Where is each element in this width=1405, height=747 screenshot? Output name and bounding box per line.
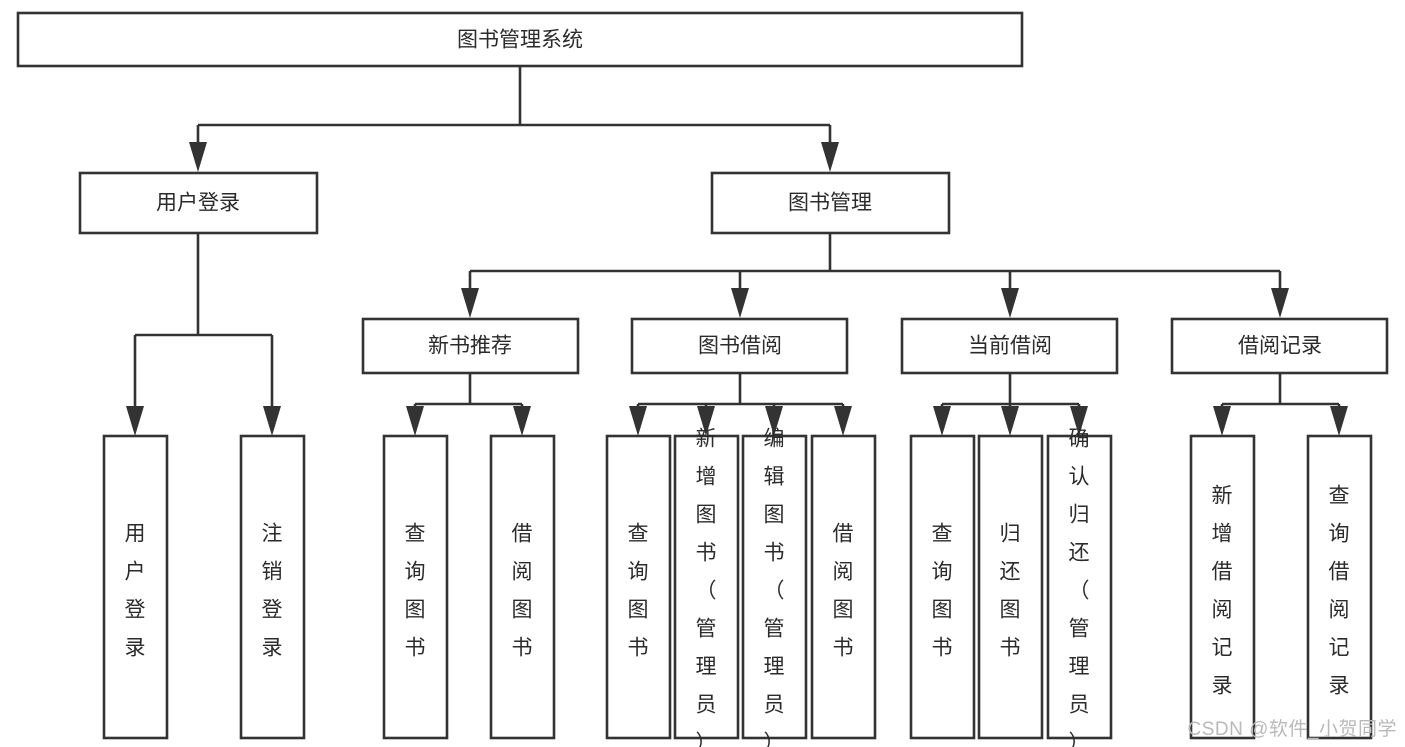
node-book-manage-label: 图书管理 [788, 192, 872, 215]
leaf-return-book[interactable]: 归还图书 [977, 434, 1044, 740]
leaf-borrow-book-1-box[interactable] [489, 434, 556, 740]
leaf-query-book-2-box[interactable] [605, 434, 672, 740]
node-user-login-label: 用户登录 [156, 192, 240, 215]
node-new-book-recommend[interactable]: 新书推荐 [361, 317, 580, 375]
connectors-current-borrow [933, 373, 1088, 436]
leaf-query-book-1[interactable]: 查询图书 [382, 434, 449, 740]
connectors-root [189, 66, 839, 172]
leaf-user-login[interactable]: 用户登录 [102, 434, 169, 740]
arrow-head-to-current-borrow [1001, 288, 1019, 318]
leaf-query-book-3-box[interactable] [909, 434, 976, 740]
leaf-add-record[interactable]: 新增借阅记录 [1189, 434, 1256, 740]
arrow-head-to-book-manage [821, 142, 839, 172]
leaf-user-login-label: 用户登录 [125, 523, 146, 660]
leaf-borrow-book-1[interactable]: 借阅图书 [489, 434, 556, 740]
node-current-borrow[interactable]: 当前借阅 [900, 317, 1119, 375]
connectors-user-login [126, 233, 281, 436]
node-borrow-record-box[interactable] [1170, 317, 1389, 375]
leaf-add-book-box[interactable] [673, 434, 740, 740]
arrow-head-leaf-query-record [1330, 406, 1348, 436]
node-current-borrow-box[interactable] [900, 317, 1119, 375]
leaf-edit-book-label: 编辑图书（管理员） [764, 428, 785, 747]
node-new-book-recommend-label: 新书推荐 [428, 335, 512, 358]
leaf-confirm-return[interactable]: 确认归还（管理员） [1046, 428, 1113, 747]
leaf-borrow-book-2[interactable]: 借阅图书 [810, 434, 877, 740]
leaf-return-book-box[interactable] [977, 434, 1044, 740]
leaf-query-record-label: 查询借阅记录 [1329, 485, 1350, 698]
node-root-box[interactable] [16, 11, 1024, 68]
arrow-head-to-book-borrow [731, 288, 749, 318]
leaf-logout[interactable]: 注销登录 [239, 434, 306, 740]
node-book-borrow[interactable]: 图书借阅 [630, 317, 849, 375]
arrow-head-to-borrow-record [1271, 288, 1289, 318]
node-borrow-record[interactable]: 借阅记录 [1170, 317, 1389, 375]
arrow-head-to-user-login [189, 142, 207, 172]
arrow-head-leaf-logout [263, 406, 281, 436]
node-borrow-record-label: 借阅记录 [1238, 335, 1322, 358]
leaf-borrow-book-1-label: 借阅图书 [512, 523, 533, 660]
leaf-add-record-label: 新增借阅记录 [1212, 485, 1233, 698]
arrow-head-leaf-add-book [697, 406, 715, 436]
leaf-borrow-book-2-label: 借阅图书 [833, 523, 854, 660]
leaf-query-record[interactable]: 查询借阅记录 [1306, 434, 1373, 740]
leaf-add-record-box[interactable] [1189, 434, 1256, 740]
node-user-login[interactable]: 用户登录 [78, 171, 319, 235]
csdn-watermark: CSDN @软件_小贺同学 [1187, 719, 1397, 740]
leaf-logout-label: 注销登录 [262, 523, 283, 660]
node-new-book-recommend-box[interactable] [361, 317, 580, 375]
connectors-book-manage [461, 233, 1289, 318]
leaf-confirm-return-box[interactable] [1046, 434, 1113, 740]
leaf-edit-book[interactable]: 编辑图书（管理员） [741, 428, 808, 747]
arrow-head-leaf-query-book-1 [406, 406, 424, 436]
arrow-head-leaf-query-book-2 [629, 406, 647, 436]
arrow-head-leaf-borrow-book-1 [513, 406, 531, 436]
arrow-head-leaf-return-book [1001, 406, 1019, 436]
arrow-head-leaf-borrow-book-2 [834, 406, 852, 436]
leaf-query-book-2-label: 查询图书 [628, 523, 649, 660]
arrow-head-leaf-user-login [126, 406, 144, 436]
arrow-head-to-new-book-recommend [461, 288, 479, 318]
node-current-borrow-label: 当前借阅 [968, 335, 1052, 358]
leaf-user-login-box[interactable] [102, 434, 169, 740]
leaf-query-book-3[interactable]: 查询图书 [909, 434, 976, 740]
node-root[interactable]: 图书管理系统 [16, 11, 1024, 68]
leaf-return-book-label: 归还图书 [1000, 523, 1021, 660]
leaf-query-book-2[interactable]: 查询图书 [605, 434, 672, 740]
node-book-borrow-box[interactable] [630, 317, 849, 375]
arrow-head-leaf-query-book-3 [933, 406, 951, 436]
arrow-head-leaf-add-record [1213, 406, 1231, 436]
connectors-new-book-recommend [406, 373, 531, 436]
leaf-query-record-box[interactable] [1306, 434, 1373, 740]
leaf-confirm-return-label: 确认归还（管理员） [1069, 428, 1090, 747]
arrow-head-leaf-confirm-return [1070, 406, 1088, 436]
leaf-add-book-label: 新增图书（管理员） [696, 428, 717, 747]
arrow-head-leaf-edit-book [765, 406, 783, 436]
node-book-manage[interactable]: 图书管理 [710, 171, 951, 235]
node-book-manage-box[interactable] [710, 171, 951, 235]
node-book-borrow-label: 图书借阅 [698, 335, 782, 358]
leaf-edit-book-box[interactable] [741, 434, 808, 740]
leaf-query-book-1-box[interactable] [382, 434, 449, 740]
node-root-label: 图书管理系统 [457, 29, 583, 52]
leaf-borrow-book-2-box[interactable] [810, 434, 877, 740]
leaf-add-book[interactable]: 新增图书（管理员） [673, 428, 740, 747]
node-user-login-box[interactable] [78, 171, 319, 235]
leaf-logout-box[interactable] [239, 434, 306, 740]
leaf-query-book-3-label: 查询图书 [932, 523, 953, 660]
leaf-query-book-1-label: 查询图书 [405, 523, 426, 660]
connectors-book-borrow [629, 373, 852, 436]
connectors-borrow-record [1213, 373, 1348, 436]
